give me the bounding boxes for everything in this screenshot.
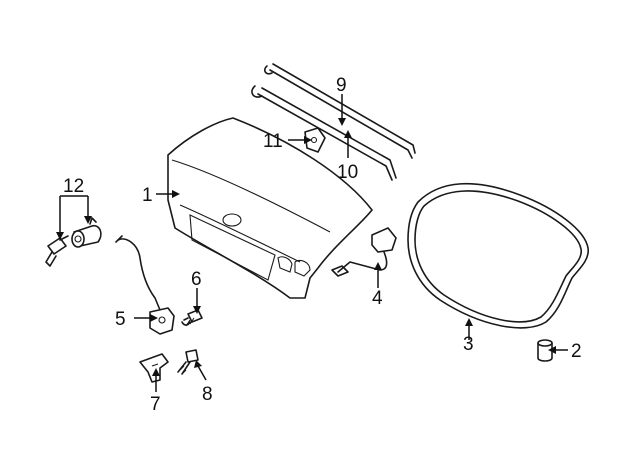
trunk-lid[interactable] — [167, 117, 373, 299]
callout-10: 10 — [337, 162, 358, 183]
callout-1: 1 — [142, 185, 153, 206]
leader-lines — [59, 94, 568, 392]
callout-5: 5 — [115, 309, 126, 330]
bumper-stop[interactable] — [537, 339, 553, 362]
callout-8: 8 — [202, 384, 213, 405]
callout-3: 3 — [463, 334, 474, 355]
callout-12: 12 — [63, 176, 84, 197]
callout-2: 2 — [571, 341, 582, 362]
lock-cylinder[interactable] — [71, 217, 102, 248]
key-icon[interactable] — [45, 235, 69, 267]
rod-bracket[interactable] — [304, 127, 326, 153]
striker[interactable] — [139, 353, 169, 383]
latch-assembly[interactable] — [115, 235, 175, 335]
callout-6: 6 — [191, 269, 202, 290]
weatherstrip[interactable] — [407, 182, 589, 329]
torsion-rod-lower[interactable] — [251, 85, 397, 181]
callout-9: 9 — [336, 75, 347, 96]
lid-harness[interactable] — [331, 227, 397, 277]
torsion-rod-upper[interactable] — [264, 63, 416, 159]
bolt-8[interactable] — [177, 349, 199, 375]
callout-11: 11 — [263, 131, 283, 152]
callout-labels: 1 2 3 4 5 6 7 8 9 10 11 12 — [63, 75, 582, 415]
bolt-6[interactable] — [181, 309, 203, 327]
arrow-heads — [56, 118, 556, 376]
callout-7: 7 — [150, 394, 161, 415]
callout-4: 4 — [372, 288, 383, 309]
